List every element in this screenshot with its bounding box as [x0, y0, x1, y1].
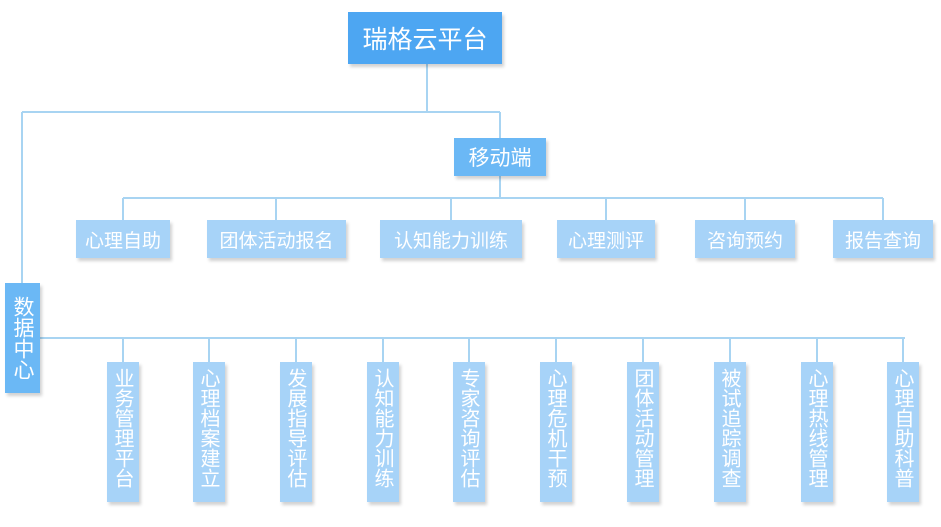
data-child-2: 心理档案建立	[193, 362, 225, 502]
mobile-child-4: 心理测评	[557, 220, 655, 258]
data-center-node: 数据中心	[5, 283, 40, 393]
data-child-5: 专家咨询评估	[453, 362, 485, 502]
data-child-10: 心理自助科普	[887, 362, 919, 502]
data-child-1: 业务管理平台	[107, 362, 139, 502]
mobile-child-3: 认知能力训练	[380, 220, 522, 258]
mobile-child-5: 咨询预约	[695, 220, 795, 258]
mobile-child-2: 团体活动报名	[207, 220, 346, 258]
root-node: 瑞格云平台	[348, 12, 502, 64]
data-child-3: 发展指导评估	[280, 362, 312, 502]
mobile-node: 移动端	[454, 138, 546, 176]
mobile-child-1: 心理自助	[76, 220, 170, 258]
data-child-8: 被试追踪调查	[714, 362, 746, 502]
data-child-4: 认知能力训练	[367, 362, 399, 502]
data-child-7: 团体活动管理	[627, 362, 659, 502]
data-child-6: 心理危机干预	[540, 362, 572, 502]
data-child-9: 心理热线管理	[801, 362, 833, 502]
mobile-child-6: 报告查询	[833, 220, 933, 258]
